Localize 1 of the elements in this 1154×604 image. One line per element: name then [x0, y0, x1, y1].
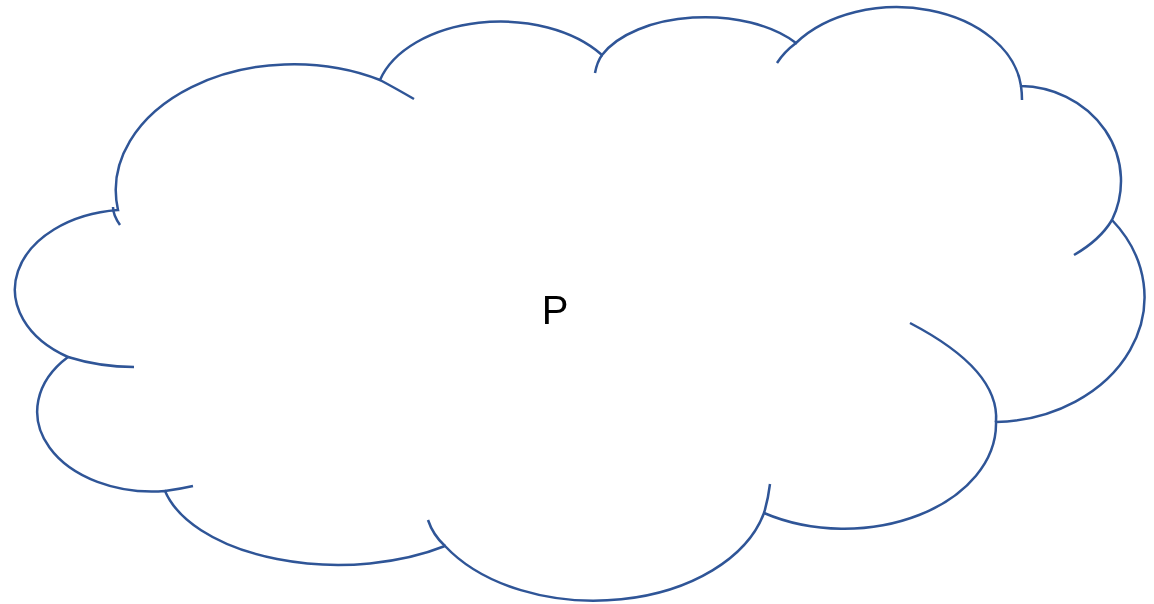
cloud-label: P [541, 287, 569, 333]
